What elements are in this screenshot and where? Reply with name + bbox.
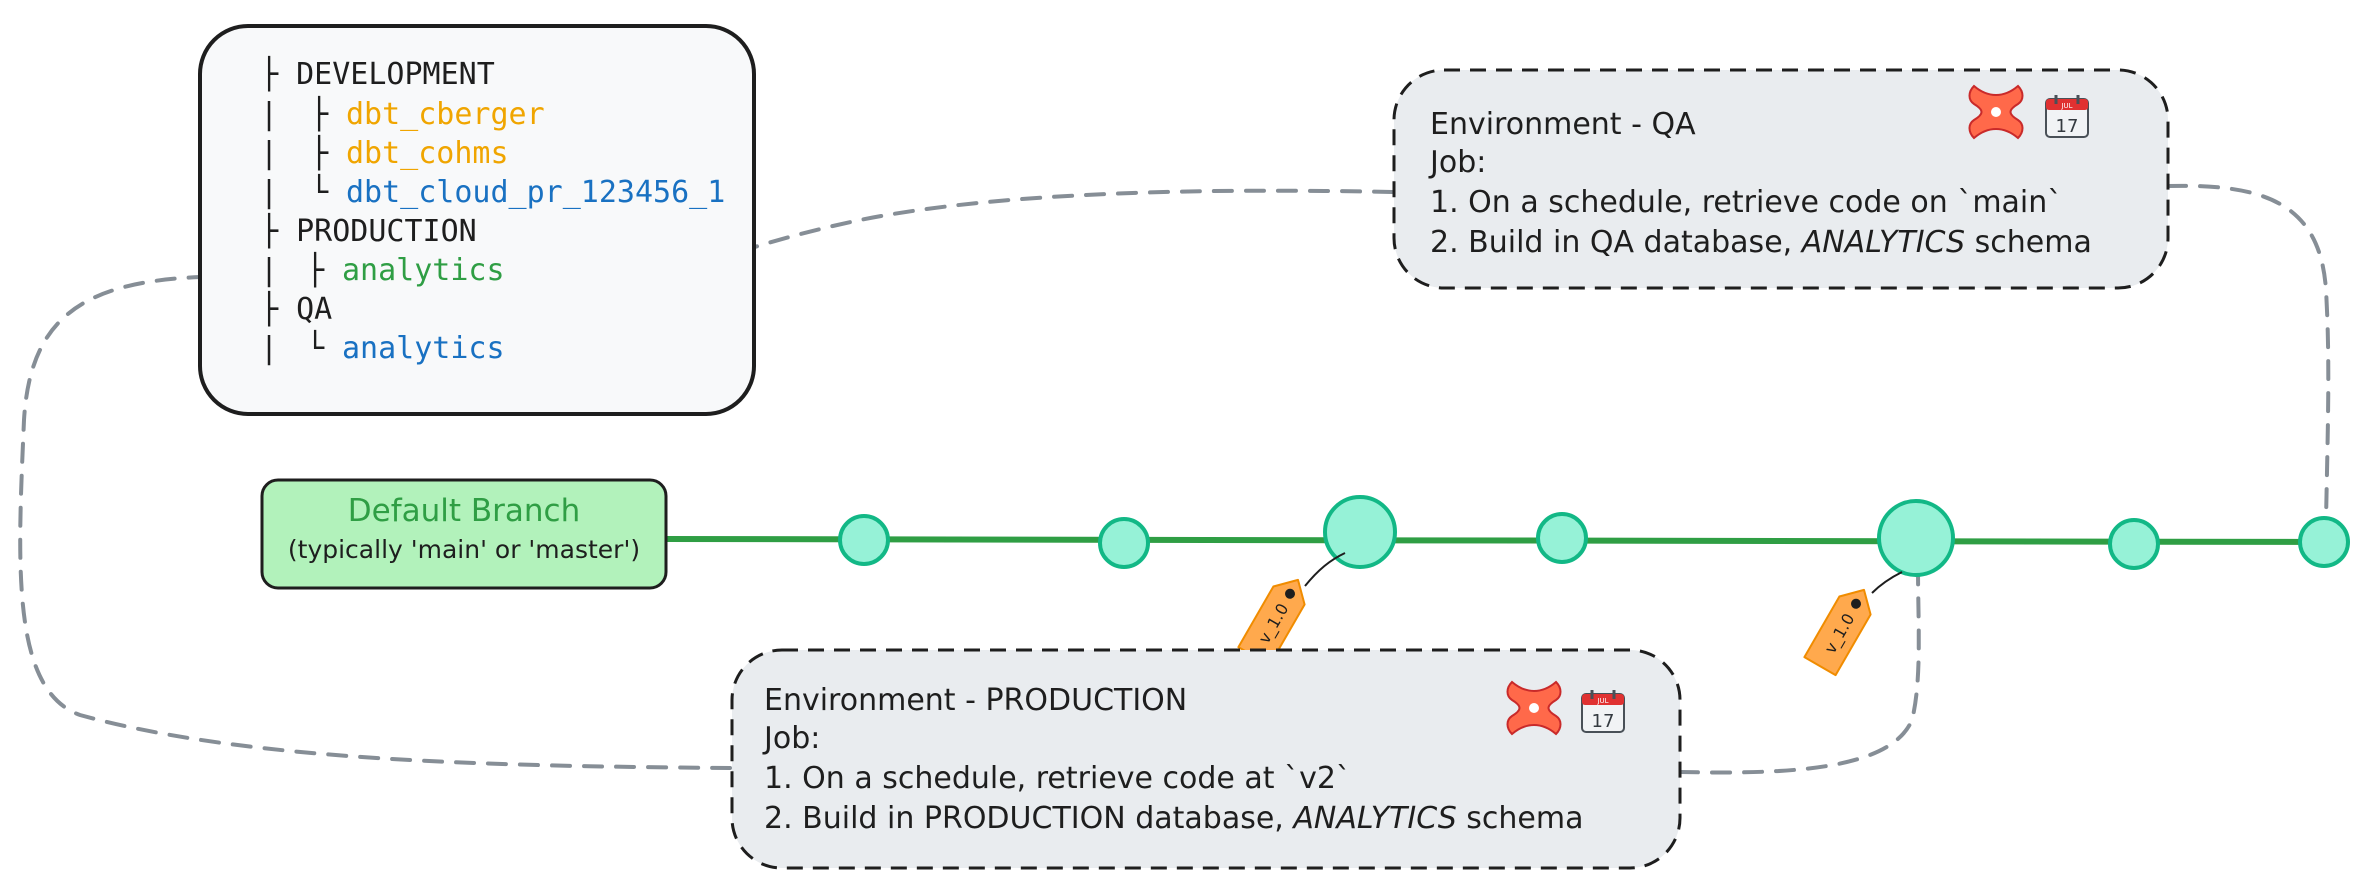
env-qa-job-label: Job: <box>1428 145 1486 180</box>
tag-shape <box>1803 588 1872 677</box>
commit-node <box>838 514 890 566</box>
tree-pipe-4: | <box>260 253 278 288</box>
tree-qa-item-analytics: analytics <box>342 331 505 366</box>
env-prod-job-label: Job: <box>762 721 820 756</box>
schema-tree-frame <box>198 24 756 416</box>
env-qa-step-2-suffix: schema <box>1965 225 2092 260</box>
tree-tee-1: ├ <box>310 95 329 132</box>
calendar-icon: JUL 17 <box>1581 690 1625 733</box>
calendar-icon: JUL 17 <box>2045 95 2089 138</box>
commit-node <box>1323 495 1397 569</box>
env-production-frame <box>730 648 1682 870</box>
tag-string <box>1304 552 1346 587</box>
commit-node <box>2108 518 2160 570</box>
commit-node <box>1877 499 1955 577</box>
env-qa-box: Environment - QA Job: 1. On a schedule, … <box>1392 68 2170 290</box>
version-tag-2: v_1.0 <box>1803 571 1903 677</box>
dbt-logo-icon <box>1968 84 2024 140</box>
default-branch-subtitle: (typically 'main' or 'master') <box>288 535 640 564</box>
tag-hole <box>1851 598 1861 609</box>
calendar-day: 17 <box>1592 711 1615 732</box>
tree-pipe-3: | <box>260 175 278 210</box>
tree-corner-2: └ <box>306 329 325 366</box>
tree-development-label: ├ DEVELOPMENT <box>260 55 495 92</box>
tree-dev-item-cohms: dbt_cohms <box>346 136 509 171</box>
tree-corner-1: └ <box>310 173 329 210</box>
commits <box>838 495 2350 577</box>
default-branch-box: Default Branch (typically 'main' or 'mas… <box>260 478 668 590</box>
calendar-day: 17 <box>2056 116 2079 137</box>
version-tag-1: v_1.0 <box>1237 552 1346 667</box>
tree-prod-item-analytics: analytics <box>342 253 505 288</box>
connector-qa-to-commit <box>2166 183 2331 522</box>
env-prod-step-2-prefix: 2. Build in PRODUCTION database, <box>764 801 1293 836</box>
commit-node <box>2298 516 2350 568</box>
tree-qa-label: ├ QA <box>260 290 332 327</box>
main-branch-line <box>663 536 2331 545</box>
default-branch-title: Default Branch <box>348 493 580 529</box>
env-prod-title: Environment - PRODUCTION <box>764 683 1187 718</box>
env-prod-step-2: 2. Build in PRODUCTION database, ANALYTI… <box>764 801 1584 836</box>
tree-dev-item-cberger: dbt_cberger <box>346 97 545 132</box>
env-prod-step-2-suffix: schema <box>1457 801 1584 836</box>
env-qa-step-1: 1. On a schedule, retrieve code on `main… <box>1430 185 2062 220</box>
env-prod-step-2-schema: ANALYTICS <box>1291 801 1456 836</box>
env-qa-title: Environment - QA <box>1430 107 1696 142</box>
dbt-logo-icon <box>1506 680 1562 736</box>
env-qa-step-2-prefix: 2. Build in QA database, <box>1430 225 1802 260</box>
tree-pipe-1: | <box>260 97 278 132</box>
env-production-box: Environment - PRODUCTION Job: 1. On a sc… <box>730 648 1682 870</box>
schema-tree-box: ├ DEVELOPMENT | ├ dbt_cberger | ├ dbt_co… <box>198 24 756 416</box>
env-qa-step-2: 2. Build in QA database, ANALYTICS schem… <box>1430 225 2092 260</box>
tree-production-label: ├ PRODUCTION <box>260 212 477 249</box>
commit-node <box>1536 512 1588 564</box>
tag-hole <box>1285 588 1295 599</box>
tree-tee-3: ├ <box>306 251 325 288</box>
commit-node <box>1098 517 1150 569</box>
tree-dev-item-pr: dbt_cloud_pr_123456_1 <box>346 175 725 210</box>
env-prod-step-1: 1. On a schedule, retrieve code at `v2` <box>764 761 1351 796</box>
tree-pipe-2: | <box>260 136 278 171</box>
tag-string <box>1871 571 1903 594</box>
default-branch-frame <box>260 478 668 590</box>
tree-pipe-5: | <box>260 331 278 366</box>
tree-tee-2: ├ <box>310 134 329 171</box>
env-qa-step-2-schema: ANALYTICS <box>1800 225 1965 260</box>
connector-prod-to-commit <box>1678 568 1921 775</box>
calendar-month: JUL <box>2060 102 2072 110</box>
calendar-month: JUL <box>1596 697 1608 705</box>
